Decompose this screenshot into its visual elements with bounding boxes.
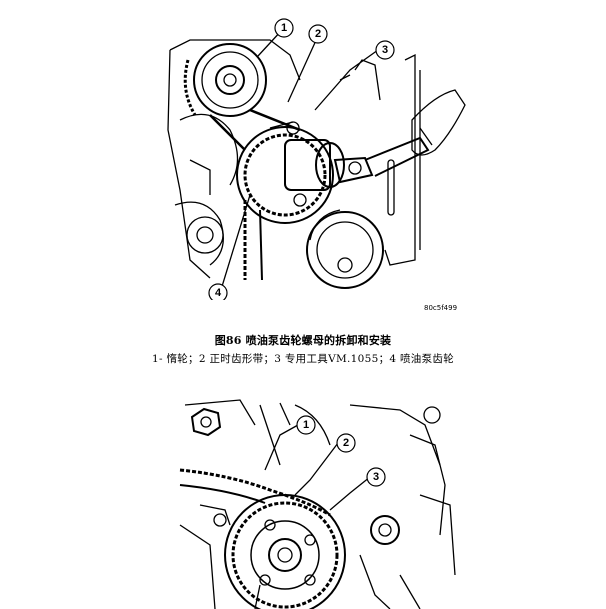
- figure-86-illustration: 1 2 3 4: [167, 18, 466, 300]
- figure-caption-title: 图86 喷油泵齿轮螺母的拆卸和安装: [214, 334, 392, 347]
- callout-2-circle: [336, 433, 356, 453]
- callout-1-label: 1: [303, 419, 309, 431]
- callout-1-label: 1: [281, 22, 287, 34]
- callout-1-circle: [296, 415, 316, 435]
- callout-1-circle: [274, 18, 294, 38]
- callout-3-label: 3: [382, 44, 388, 56]
- callout-2-label: 2: [343, 437, 349, 449]
- figure-code: 80c5f499: [424, 304, 458, 312]
- callout-3-label: 3: [373, 471, 379, 483]
- callout-4-label: 4: [215, 287, 222, 299]
- callout-2-circle: [308, 24, 328, 44]
- callout-4-circle: [208, 283, 228, 300]
- figure-caption-legend: 1- 惰轮；2 正时齿形带；3 专用工具VM.1055；4 喷油泵齿轮: [151, 353, 454, 365]
- figure-87-illustration: 1 2 3: [179, 399, 456, 609]
- callout-3-circle: [375, 40, 395, 60]
- callout-3-circle: [366, 467, 386, 487]
- callout-2-label: 2: [315, 28, 321, 40]
